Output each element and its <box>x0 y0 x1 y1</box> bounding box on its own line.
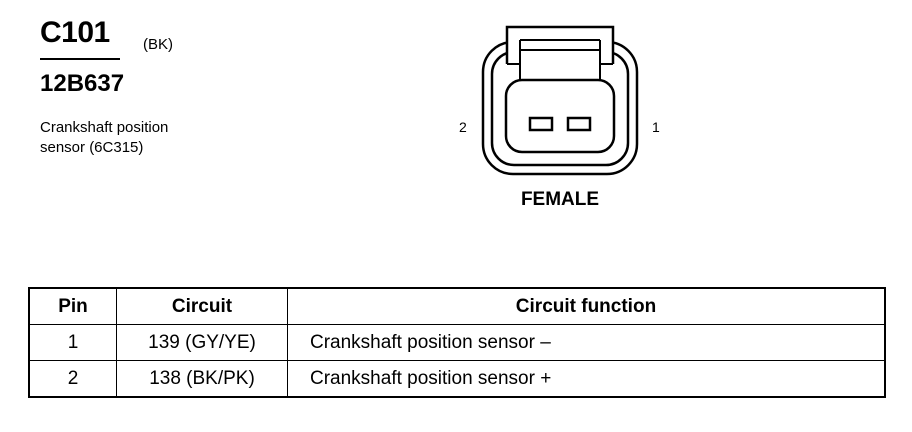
connector-color: (BK) <box>143 36 173 53</box>
header-pin: Pin <box>28 287 117 325</box>
pin-cell: 2 <box>28 360 117 398</box>
pinout-table: Pin Circuit Circuit function 1 139 (GY/Y… <box>28 287 886 398</box>
table-header-row: Pin Circuit Circuit function <box>28 287 886 325</box>
part-number: 12B637 <box>40 70 125 97</box>
table-row: 1 139 (GY/YE) Crankshaft position sensor… <box>28 324 886 361</box>
pin-label-2: 2 <box>459 119 467 135</box>
terminal-cavity <box>504 78 616 154</box>
function-cell: Crankshaft position sensor – <box>287 324 886 361</box>
circuit-cell: 138 (BK/PK) <box>116 360 288 398</box>
terminal-pin-1 <box>566 116 592 132</box>
header-circuit: Circuit <box>116 287 288 325</box>
connector-gender-label: FEMALE <box>520 189 600 210</box>
description-line-1: Crankshaft position <box>40 119 169 136</box>
function-cell: Crankshaft position sensor + <box>287 360 886 398</box>
circuit-cell: 139 (GY/YE) <box>116 324 288 361</box>
pin-cell: 1 <box>28 324 117 361</box>
table-row: 2 138 (BK/PK) Crankshaft position sensor… <box>28 360 886 398</box>
terminal-pin-2 <box>528 116 554 132</box>
header-circuit-function: Circuit function <box>287 287 886 325</box>
connector-id-underline <box>40 58 120 60</box>
connector-description: Crankshaft position sensor (6C315) <box>40 118 168 158</box>
connector-id: C101 <box>40 16 110 49</box>
pin-label-1: 1 <box>652 119 660 135</box>
locking-tab <box>505 25 615 64</box>
connector-face-diagram <box>481 25 639 176</box>
description-line-2: sensor (6C315) <box>40 139 144 156</box>
